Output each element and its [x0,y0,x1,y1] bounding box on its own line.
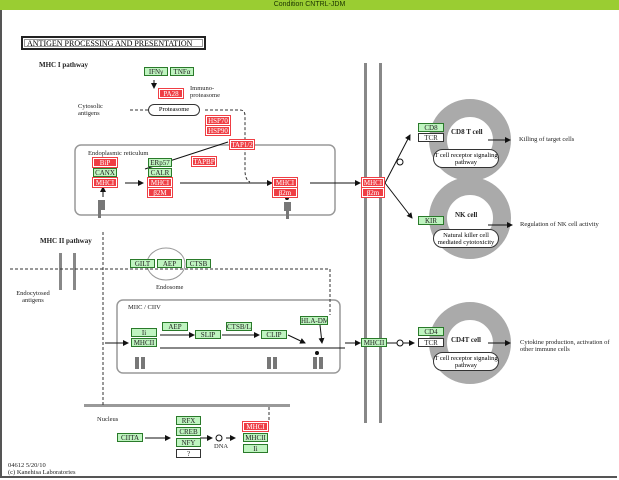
footer-copyright: (c) Kanehisa Laboratories [8,469,76,476]
gene-mhci-er1[interactable]: MHCI [92,177,118,188]
gene-mhci-er3[interactable]: MHCI [272,177,298,188]
gene-calr[interactable]: CALR [148,168,172,177]
section-mhc1: MHC I pathway [39,61,89,69]
gene-tapbp[interactable]: TAPBP [191,156,217,167]
er-compartment [74,144,336,216]
gene-creb[interactable]: CREB [176,427,201,436]
gene-tcr-cd4[interactable]: TCR [418,338,444,347]
proteasome[interactable]: Proteasome [148,104,200,116]
label-immunoproteasome: Immuno-proteasome [190,85,220,99]
diagram-frame [0,10,617,478]
section-mhc2: MHC II pathway [40,237,92,245]
section-endosome: Endosome [156,284,184,291]
gene-clip[interactable]: CLIP [261,330,287,339]
cell-membrane-left [364,63,367,423]
label-cd4-cell: CD4T cell [451,336,482,344]
gene-slip[interactable]: SLIP [195,330,221,339]
section-nucleus: Nucleus [97,416,119,423]
gene-erp57[interactable]: ERp57 [148,158,172,167]
gene-bip[interactable]: BiP [92,157,118,168]
gene-mhcii-nucleus[interactable]: MHCII [243,433,268,442]
label-nk-cell: NK cell [455,211,478,219]
gene-hsp70[interactable]: HSP70 [205,115,231,126]
gene-hsp90[interactable]: HSP90 [205,125,231,136]
tcr-pathway-link-2[interactable]: T cell receptor signaling pathway [433,352,499,371]
gene-hla-dm[interactable]: HLA-DM [300,316,328,325]
gene-kir[interactable]: KIR [418,216,444,225]
gene-ifng[interactable]: IFNγ [144,67,168,76]
section-dna: DNA [214,443,229,450]
gene-gilt[interactable]: GILT [130,259,155,268]
gene-cd4[interactable]: CD4 [418,327,444,336]
gene-tnfa[interactable]: TNFα [170,67,194,76]
gene-mhcii-miic[interactable]: MHCII [131,338,157,347]
label-cytosolic: Cytosolic antigens [78,103,103,117]
section-miic: MIIC / CIIV [128,304,161,311]
endocytosis-membrane-2 [73,253,76,290]
gene-ciita[interactable]: CIITA [117,433,143,442]
gene-nfy[interactable]: NFY [176,438,201,447]
gene-tcr-cd8[interactable]: TCR [418,133,444,142]
gene-unknown[interactable]: ? [176,449,201,458]
gene-aep-miic[interactable]: AEP [162,322,188,331]
label-cd8-cell: CD8 T cell [451,128,483,136]
gene-mhci-nucleus[interactable]: MHCI [242,421,269,432]
outcome-cd4: Cytokine production, activation of other… [520,339,610,353]
gene-ctsbls[interactable]: CTSB/L/S [226,322,252,331]
outcome-nk: Regulation of NK cell activity [520,221,599,228]
condition-header: Condition CNTRL-JDM [0,0,619,10]
gene-ctsb[interactable]: CTSB [186,259,211,268]
nk-pathway-link[interactable]: Natural killer cell mediated cytotoxicit… [433,229,499,248]
process-node [396,339,404,347]
gene-rfx[interactable]: RFX [176,416,201,425]
gene-mhci-surface[interactable]: MHCI [361,177,385,188]
endocytosis-membrane-1 [59,253,62,290]
gene-ii-nucleus[interactable]: Ii [243,444,268,453]
gene-pa28[interactable]: PA28 [158,88,184,99]
gene-cd8[interactable]: CD8 [418,123,444,132]
outcome-killing: Killing of target cells [519,136,575,143]
footer-id: 04612 5/20/10 [8,462,46,469]
gene-ii[interactable]: Ii [131,328,157,337]
gene-mhcii-surface[interactable]: MHCII [361,338,387,347]
gene-b2m-er3[interactable]: β2m [272,187,298,198]
nuclear-membrane [84,404,290,407]
label-endocytosed: Endocytosed antigens [16,290,50,304]
gene-b2m-surface[interactable]: β2m [361,187,385,198]
cell-membrane-right [379,63,382,423]
pathway-title: ANTIGEN PROCESSING AND PRESENTATION [21,36,206,50]
gene-aep-endosome[interactable]: AEP [157,259,182,268]
tcr-pathway-link[interactable]: T cell receptor signaling pathway [433,149,499,168]
process-node [215,434,223,442]
gene-tap12[interactable]: TAP1/2 [229,139,255,150]
process-node [396,158,404,166]
gene-canx[interactable]: CANX [93,168,117,177]
gene-b2m-er2[interactable]: β2M [147,187,173,198]
gene-mhci-er2[interactable]: MHCI [147,177,173,188]
miic-compartment [116,299,341,374]
section-er: Endoplasmic reticulum [88,150,149,157]
